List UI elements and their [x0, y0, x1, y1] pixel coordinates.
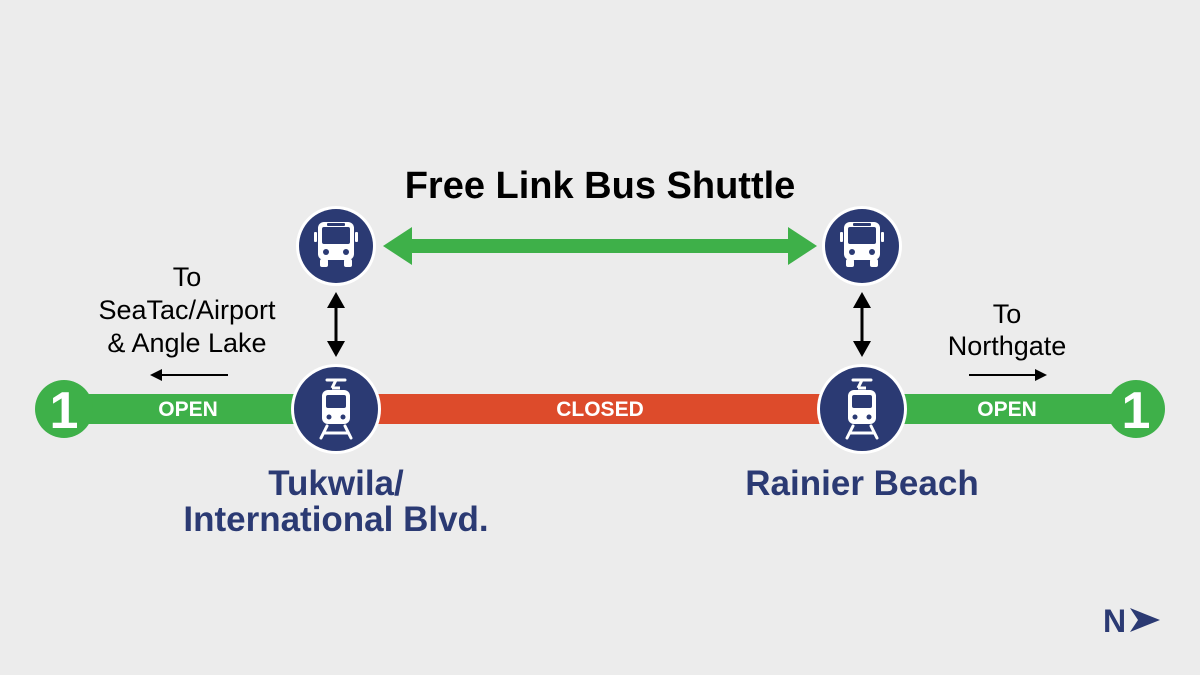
segment-open-south [64, 394, 324, 424]
line-number: 1 [1122, 382, 1151, 440]
station-name-rainier-beach: Rainier Beach [745, 464, 978, 503]
segment-status-south: OPEN [158, 398, 218, 421]
shuttle-route-arrow [383, 227, 817, 265]
direction-arrow-south [150, 369, 228, 381]
segment-closed [330, 394, 870, 424]
destination-label-north: To Northgate [948, 299, 1067, 361]
line-1-badge-north: 1 [1107, 380, 1165, 440]
diagram-title: Free Link Bus Shuttle [405, 165, 796, 207]
destination-line: & Angle Lake [107, 328, 266, 358]
station-name-line: Rainier Beach [745, 464, 978, 503]
transfer-arrow-tukwila [327, 292, 345, 357]
segment-open-north [876, 394, 1136, 424]
destination-line: SeaTac/Airport [98, 295, 276, 325]
destination-line: To [173, 262, 202, 292]
line-1-badge-south: 1 [35, 380, 93, 440]
station-rainier-beach [817, 364, 907, 454]
shuttle-arrow-head-right [788, 227, 817, 265]
line-number: 1 [50, 382, 79, 440]
shuttle-arrow-shaft [404, 239, 790, 253]
station-name-line: Tukwila/ [268, 464, 404, 503]
bus-stop-tukwila [296, 206, 376, 286]
transfer-arrow-rainier-beach [853, 292, 871, 357]
shuttle-arrow-head-left [383, 227, 412, 265]
bus-stop-rainier-beach [822, 206, 902, 286]
destination-line: To [993, 299, 1022, 329]
direction-arrow-north [969, 369, 1047, 381]
station-tukwila [291, 364, 381, 454]
north-label: N [1103, 603, 1126, 639]
north-indicator: N [1103, 603, 1160, 639]
destination-label-south: To SeaTac/Airport & Angle Lake [98, 262, 276, 358]
segment-status-closed: CLOSED [556, 398, 644, 421]
station-name-line: International Blvd. [183, 500, 488, 539]
station-name-tukwila: Tukwila/ International Blvd. [183, 464, 488, 539]
segment-status-north: OPEN [977, 398, 1037, 421]
destination-line: Northgate [948, 331, 1067, 361]
north-arrow-icon [1130, 608, 1160, 632]
